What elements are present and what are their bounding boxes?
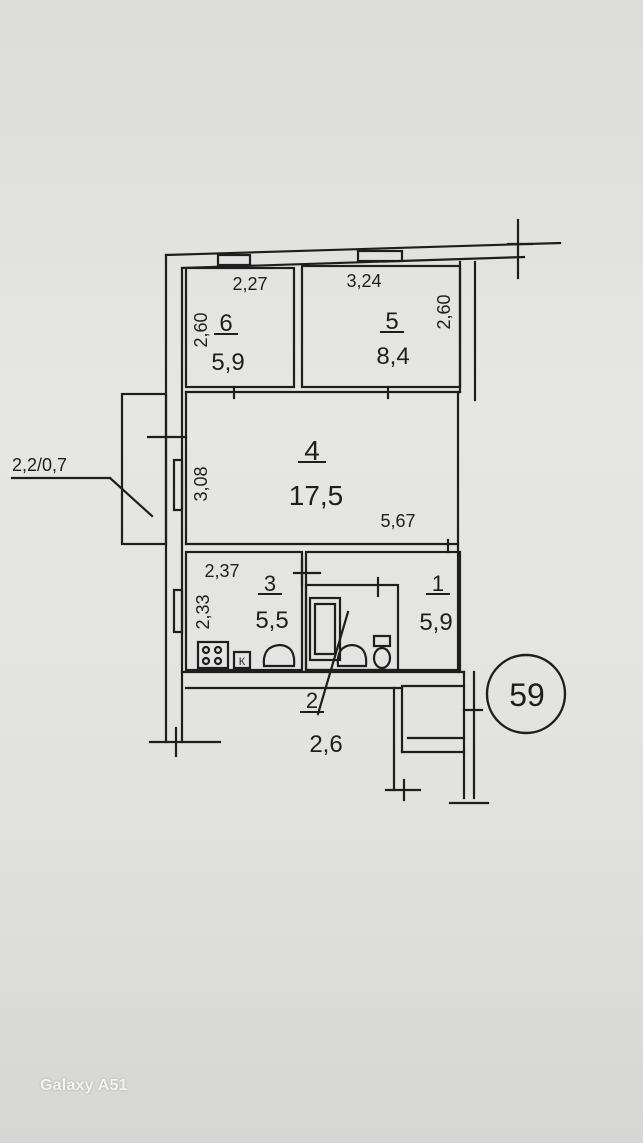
balcony-outline <box>120 392 168 546</box>
camera-watermark: Galaxy A51 <box>40 1077 128 1094</box>
room-3-outline <box>184 550 304 672</box>
apartment-number: 59 <box>509 677 545 713</box>
windows <box>216 249 404 267</box>
kitchen-appliances <box>196 640 296 670</box>
bathroom-outline <box>304 576 400 716</box>
room-number-underlines <box>214 331 450 713</box>
room-1-number: 1 <box>432 571 444 596</box>
room-2-number: 2 <box>306 688 318 713</box>
room-5-area: 8,4 <box>376 343 409 370</box>
outer-walls <box>164 218 562 800</box>
room-6-height: 2,60 <box>191 312 211 347</box>
room-6-number: 6 <box>219 310 232 337</box>
room-3-number: 3 <box>264 571 276 596</box>
stove-label: К <box>239 656 246 668</box>
room-6-outline <box>184 266 296 389</box>
room-3-height: 2,33 <box>193 594 213 629</box>
bathroom-fixtures <box>336 634 392 670</box>
room-6-area: 5,9 <box>211 349 244 376</box>
room-4-area: 17,5 <box>289 480 344 511</box>
room-4-width: 5,67 <box>380 511 415 531</box>
room-6-width: 2,27 <box>232 274 267 294</box>
room-5-width: 3,24 <box>346 271 381 291</box>
room-3-area: 5,5 <box>255 607 288 634</box>
room-1-area: 5,9 <box>419 609 452 636</box>
room-4-outline <box>184 385 462 554</box>
room-5-outline <box>300 264 462 389</box>
lower-walls <box>148 670 490 805</box>
room-3-width: 2,37 <box>204 561 239 581</box>
room-4-height: 3,08 <box>191 466 211 501</box>
apartment-number-circle <box>485 653 567 735</box>
room-4-number: 4 <box>304 435 320 466</box>
room-5-number: 5 <box>385 308 398 335</box>
room-2-area: 2,6 <box>309 731 342 758</box>
balcony-dimension: 2,2/0,7 <box>12 455 67 475</box>
room-5-height: 2,60 <box>434 294 454 329</box>
